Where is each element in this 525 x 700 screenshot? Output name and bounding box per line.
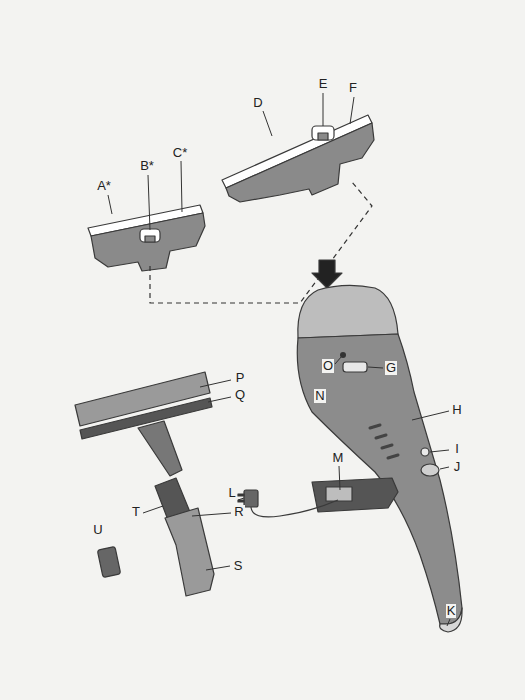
charging-dock bbox=[312, 478, 398, 512]
spray-bottle bbox=[165, 508, 214, 596]
body-top bbox=[298, 285, 398, 338]
callout-letter: J bbox=[453, 460, 462, 474]
insert-arrow bbox=[312, 260, 342, 288]
callout-letter: A* bbox=[96, 179, 112, 193]
release-slot bbox=[343, 362, 367, 372]
callout-letter: I bbox=[454, 442, 460, 456]
charger-plug bbox=[244, 490, 258, 507]
body-main bbox=[297, 334, 462, 624]
dock-socket bbox=[326, 487, 352, 501]
callout-letter: N bbox=[314, 389, 325, 403]
callout-letter: H bbox=[451, 403, 462, 417]
marker-dot bbox=[340, 352, 346, 358]
callout-letter: P bbox=[235, 371, 246, 385]
nozzle-clip bbox=[140, 229, 160, 242]
callout-letter: O bbox=[322, 359, 334, 373]
charger-cable bbox=[251, 500, 338, 517]
callout-letter: Q bbox=[234, 388, 246, 402]
vent-slots bbox=[370, 425, 398, 458]
nozzle-clip bbox=[312, 126, 334, 140]
nozzle-clip-hole bbox=[145, 236, 155, 242]
power-switch bbox=[421, 464, 439, 476]
nozzle-body bbox=[91, 213, 205, 271]
callout-letter: F bbox=[348, 81, 358, 95]
leader-lines bbox=[108, 93, 450, 626]
plug-pin bbox=[238, 500, 244, 502]
callout-letter: R bbox=[233, 505, 244, 519]
plug-pin bbox=[238, 494, 244, 496]
callout-letter: C* bbox=[172, 146, 188, 160]
callout-letter: T bbox=[131, 505, 141, 519]
concentrate-bottle bbox=[97, 546, 120, 577]
callout-letter: G bbox=[385, 361, 397, 375]
indicator-light bbox=[421, 448, 429, 456]
callout-letter: B* bbox=[139, 159, 155, 173]
callout-letter: E bbox=[318, 77, 329, 91]
callout-letter: L bbox=[227, 486, 236, 500]
callout-letter: K bbox=[446, 604, 457, 618]
nozzle-clip-hole bbox=[318, 133, 328, 140]
callout-letter: M bbox=[332, 451, 345, 465]
callout-letter: U bbox=[92, 523, 103, 537]
attach-line bbox=[150, 182, 372, 303]
squeegee-handle bbox=[138, 421, 182, 476]
callout-letter: D bbox=[252, 96, 263, 110]
nozzle-body bbox=[226, 123, 374, 202]
callout-letter: S bbox=[233, 559, 244, 573]
